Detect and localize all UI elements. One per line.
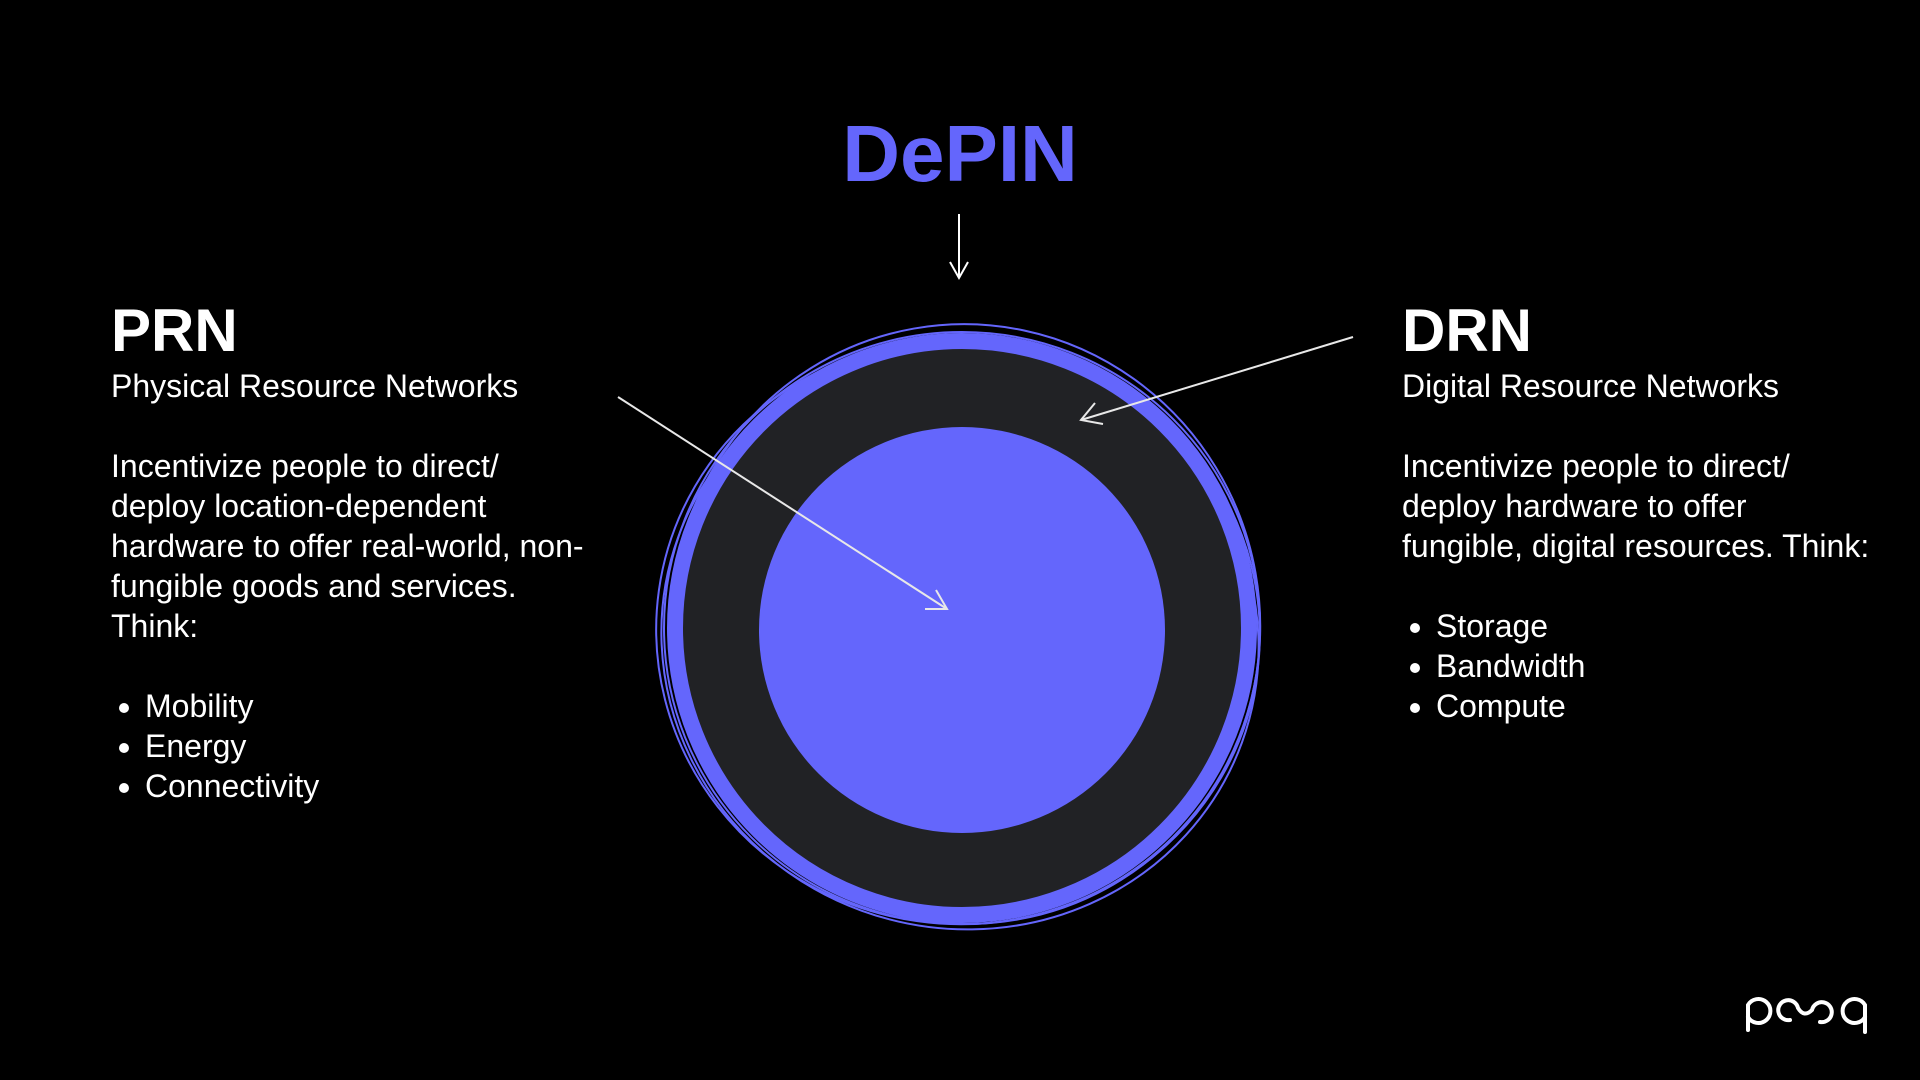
prn-list: Mobility Energy Connectivity [111,686,631,806]
prn-subtitle: Physical Resource Networks [111,368,519,404]
down-arrow-icon [949,214,969,281]
drn-list: Storage Bandwidth Compute [1402,606,1920,726]
list-item: Energy [145,726,631,766]
drn-description: Incentivize people to direct/ deploy har… [1402,448,1870,564]
drn-column: DRN Digital Resource Networks Incentiviz… [1402,296,1920,726]
prn-heading: PRN [111,297,238,364]
drn-arrow-icon [1079,336,1354,425]
list-item: Mobility [145,686,631,726]
prn-arrow-icon [617,396,949,610]
prn-column: PRN Physical Resource Networks Incentivi… [111,296,631,806]
list-item: Bandwidth [1436,646,1920,686]
list-item: Compute [1436,686,1920,726]
page-title: DePIN [842,109,1078,198]
drn-subtitle: Digital Resource Networks [1402,368,1780,404]
pesq-logo [1746,997,1867,1034]
list-item: Storage [1436,606,1920,646]
list-item: Connectivity [145,766,631,806]
prn-description: Incentivize people to direct/ deploy loc… [111,448,584,644]
drn-heading: DRN [1402,297,1532,364]
inner-core [759,427,1165,833]
